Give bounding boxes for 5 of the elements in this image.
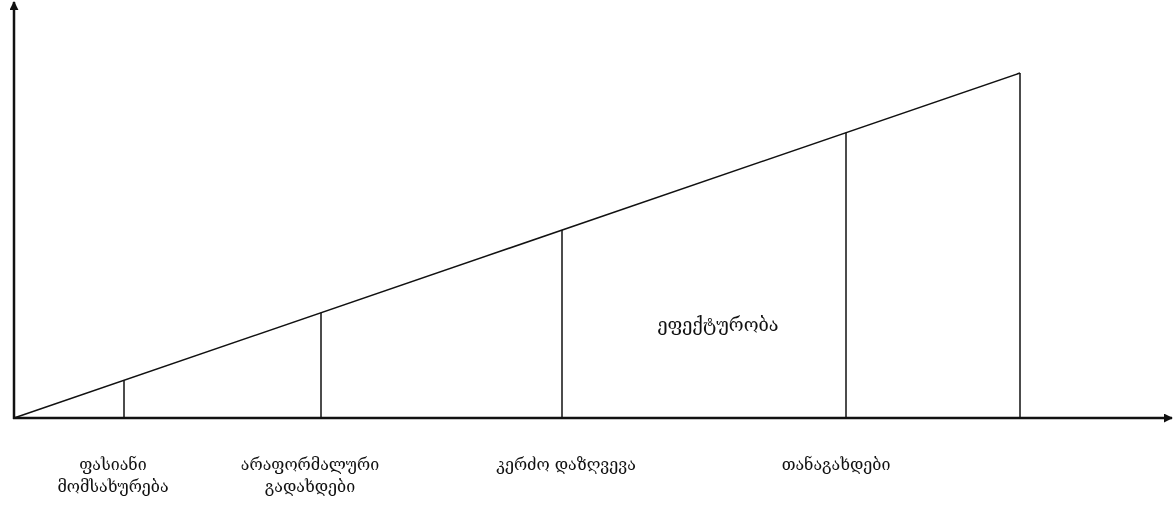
axis-category-label: თანაგახდები: [780, 454, 892, 476]
axis-category-label: არაფორმალური გადახდები: [239, 454, 381, 498]
axis-category-label: კერძო დაზღვევა: [496, 454, 636, 476]
axis-category-label: ფასიანი მომსახურება: [56, 454, 170, 498]
region-label: ეფექტურობა: [656, 314, 780, 336]
